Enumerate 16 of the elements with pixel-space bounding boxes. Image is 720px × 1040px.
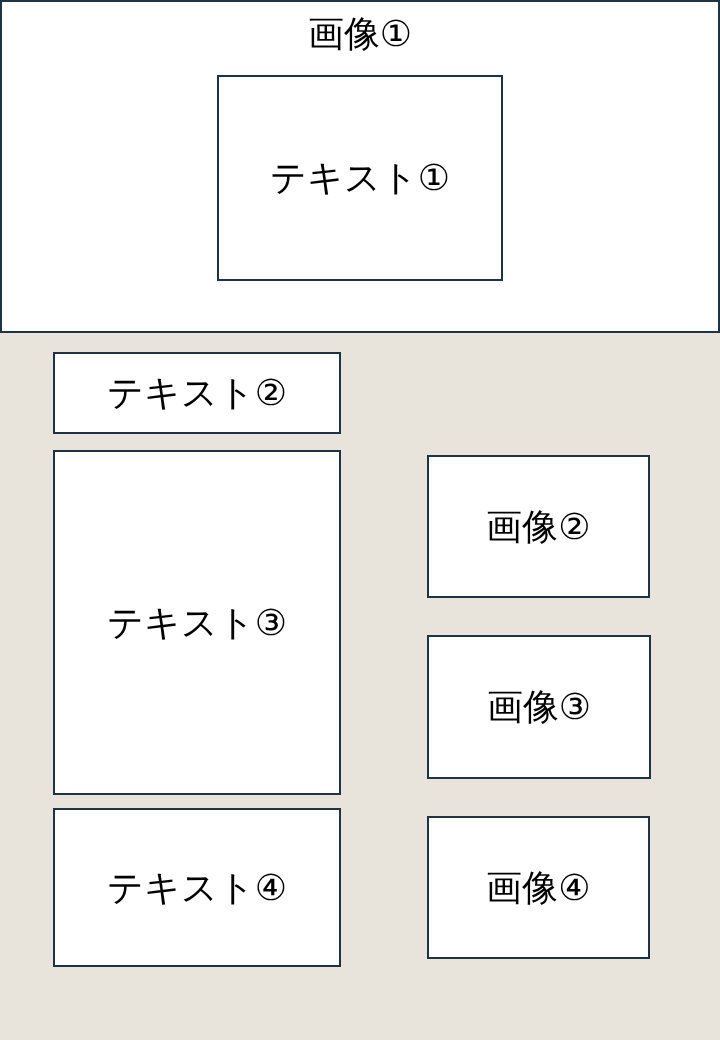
placeholder-box [0, 0, 720, 333]
placeholder-label: テキスト④ [106, 865, 288, 910]
placeholder-box [427, 455, 650, 598]
placeholder-box [53, 352, 341, 434]
placeholder-label: 画像① [307, 12, 413, 56]
placeholder-label: テキスト② [106, 371, 288, 415]
placeholder-box [427, 816, 650, 959]
placeholder-label: テキスト① [269, 156, 451, 200]
placeholder-box [217, 75, 503, 281]
placeholder-box [53, 808, 341, 967]
placeholder-box [53, 450, 341, 795]
placeholder-label: 画像② [486, 504, 591, 549]
placeholder-label: テキスト③ [106, 600, 288, 645]
placeholder-label: 画像④ [486, 865, 591, 910]
placeholder-label: 画像③ [486, 685, 592, 729]
placeholder-box [427, 635, 651, 779]
